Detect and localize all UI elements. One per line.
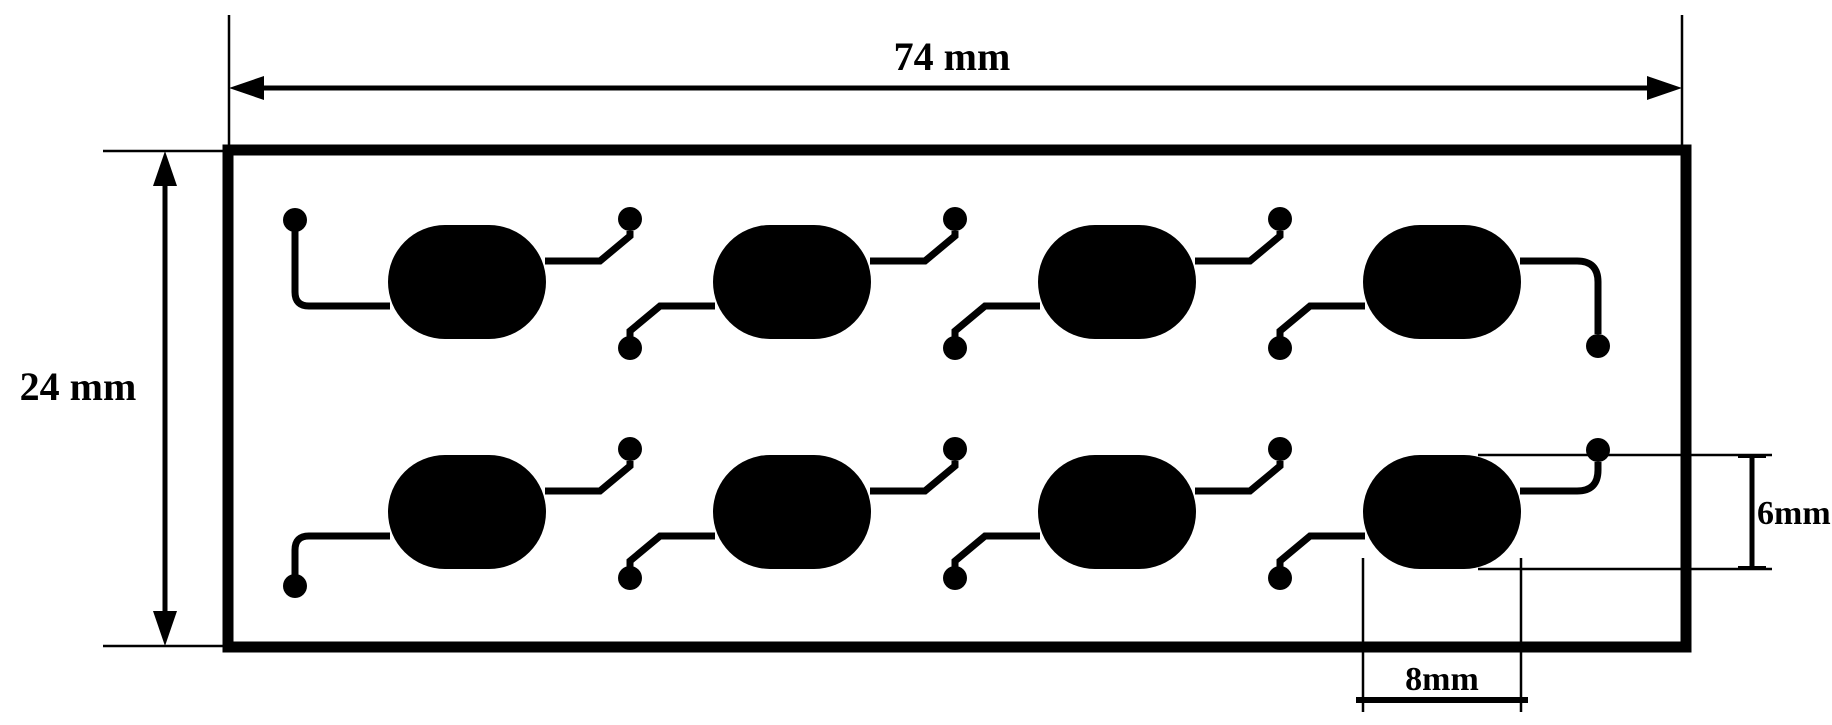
outlet-channel [870, 231, 959, 265]
inlet-channel [291, 231, 390, 310]
outlet-channel [545, 231, 634, 265]
port [1268, 207, 1292, 231]
inlet-channel [626, 302, 715, 337]
outlet-channel [1520, 462, 1602, 495]
port [1268, 336, 1292, 360]
chamber-width-label: 8mm [1405, 661, 1479, 698]
outlet-channel [1520, 257, 1602, 334]
chamber [1363, 455, 1521, 569]
chamber [713, 225, 871, 339]
device-outline [222, 144, 1692, 653]
chamber-row-bottom [283, 437, 1610, 598]
port [943, 566, 967, 590]
device-height-label: 24 mm [20, 364, 137, 409]
port [618, 566, 642, 590]
port [618, 336, 642, 360]
inlet-port [283, 208, 307, 232]
chamber [388, 225, 546, 339]
device-width-label: 74 mm [894, 34, 1011, 79]
port [943, 437, 967, 461]
port [618, 437, 642, 461]
outlet-port [1586, 438, 1610, 462]
port [943, 336, 967, 360]
chamber-row-top [283, 207, 1610, 360]
chamber-height-label: 6mm [1757, 495, 1831, 532]
arrowhead-left-icon [229, 76, 264, 100]
outlet-channel [545, 461, 634, 495]
inlet-channel [1276, 532, 1365, 567]
device-width-dimension: 74 mm [227, 15, 1684, 149]
arrowhead-right-icon [1647, 76, 1682, 100]
chamber [1038, 225, 1196, 339]
inlet-channel [951, 532, 1040, 567]
inlet-channel [291, 532, 390, 575]
port [1268, 566, 1292, 590]
chamber [1038, 455, 1196, 569]
outlet-port [1586, 334, 1610, 358]
port [618, 207, 642, 231]
arrowhead-down-icon [153, 611, 177, 646]
device-height-dimension: 24 mm [20, 149, 226, 648]
inlet-channel [626, 532, 715, 567]
inlet-port [283, 574, 307, 598]
chamber [388, 455, 546, 569]
outlet-channel [870, 461, 959, 495]
arrowhead-up-icon [153, 151, 177, 186]
chamber [1363, 225, 1521, 339]
inlet-channel [951, 302, 1040, 337]
chamber-height-dimension: 6mm [1478, 453, 1831, 571]
outlet-channel [1195, 461, 1284, 495]
port [943, 207, 967, 231]
outlet-channel [1195, 231, 1284, 265]
chamber-width-dimension: 8mm [1356, 558, 1528, 712]
inlet-channel [1276, 302, 1365, 337]
port [1268, 437, 1292, 461]
chamber [713, 455, 871, 569]
